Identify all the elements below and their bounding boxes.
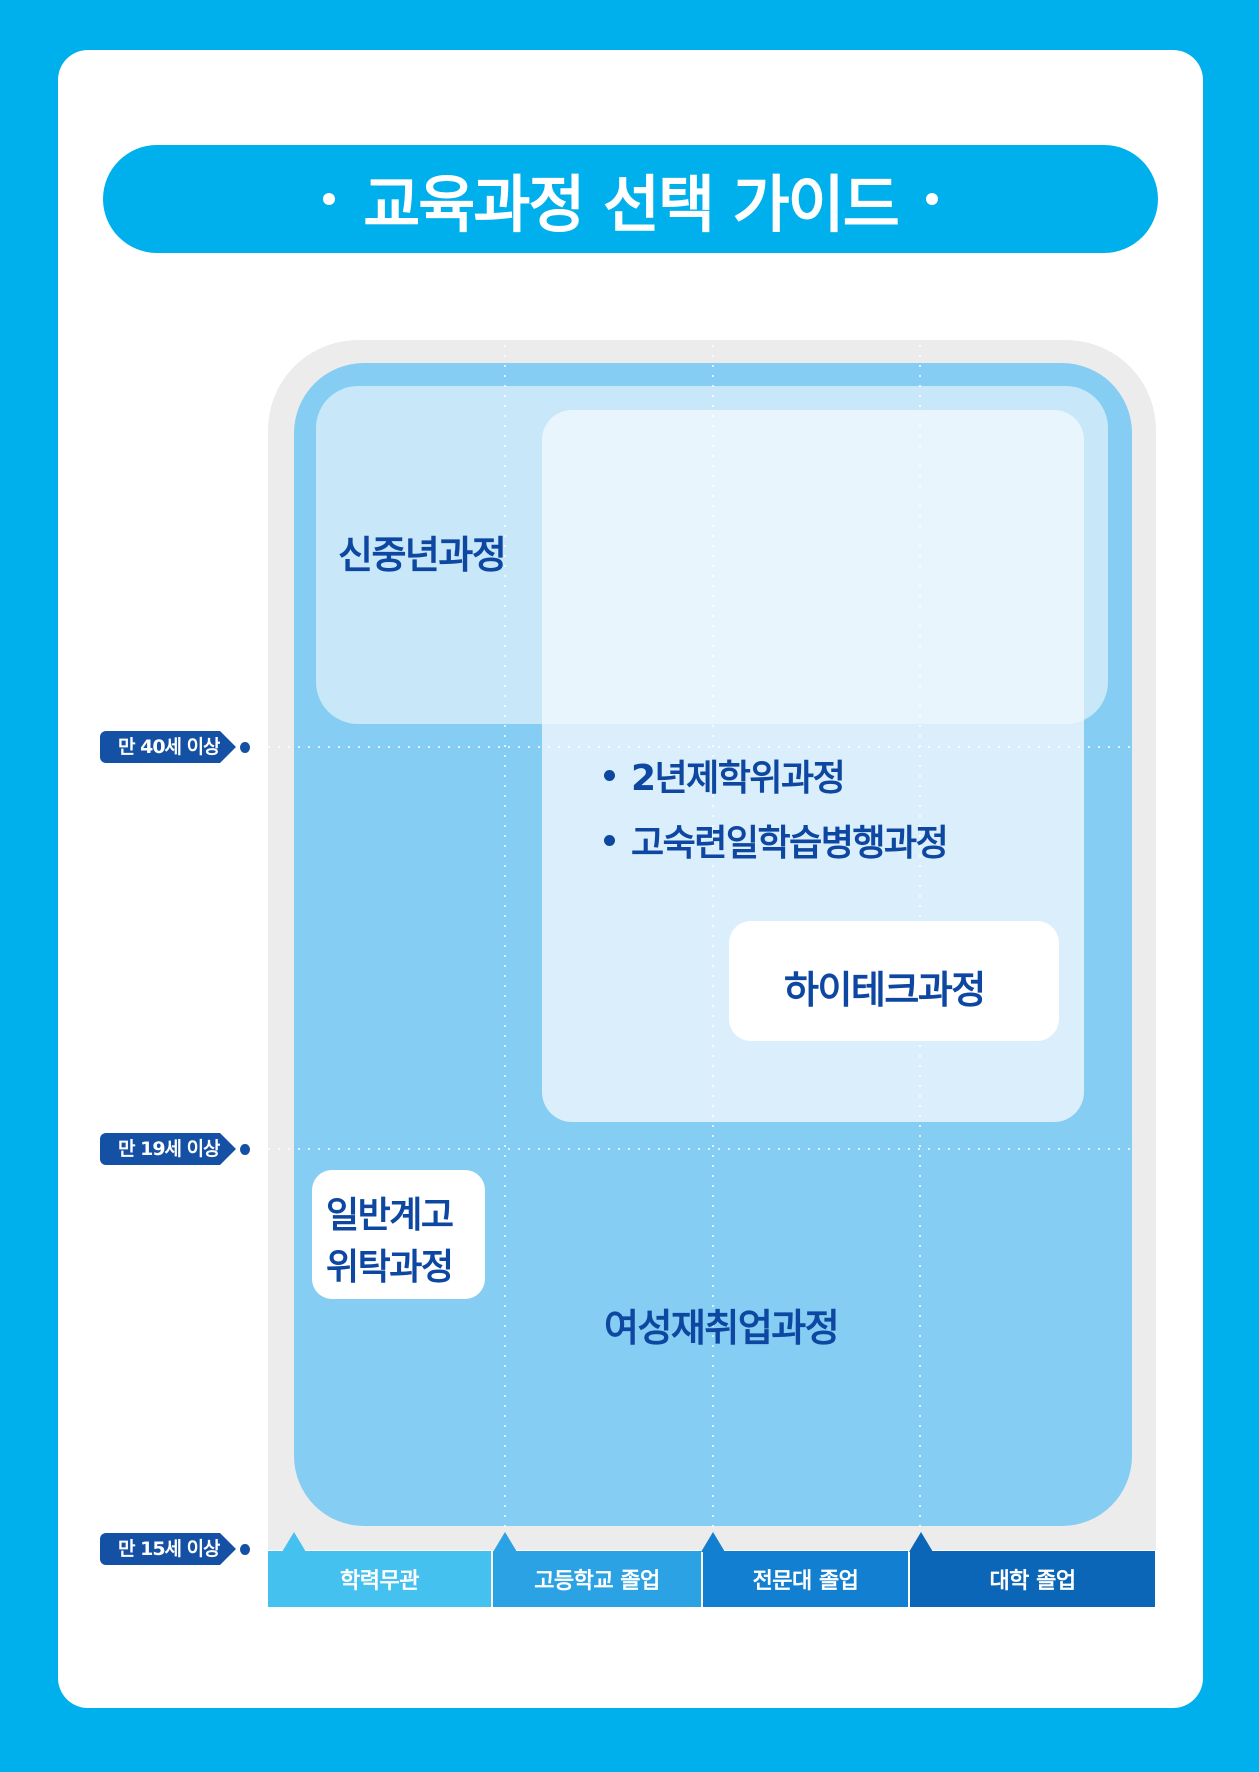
tag-dot-icon bbox=[240, 1143, 250, 1155]
tag-dot-icon bbox=[240, 1543, 250, 1555]
title-bar: 교육과정 선택 가이드 bbox=[103, 145, 1158, 253]
tag-arrow-icon bbox=[220, 1533, 237, 1565]
edu-notch-icon bbox=[909, 1532, 933, 1552]
course-high-skill-parallel: 고숙련일학습병행과정 bbox=[631, 823, 949, 864]
age-tag-label: 만 40세 이상 bbox=[100, 731, 221, 763]
edu-level-university: 대학 졸업 bbox=[910, 1551, 1155, 1607]
age-tag-15: 만 15세 이상 bbox=[100, 1533, 250, 1565]
course-general-highschool-line2: 위탁과정 bbox=[326, 1247, 454, 1288]
title-dot-left bbox=[323, 193, 336, 205]
edu-level-highschool: 고등학교 졸업 bbox=[493, 1551, 701, 1607]
edu-notch-icon bbox=[493, 1532, 517, 1552]
hitech-box: 하이테크과정 bbox=[729, 921, 1059, 1041]
edu-notch-icon bbox=[282, 1532, 306, 1552]
bullet-icon bbox=[604, 834, 615, 846]
course-middle-aged: 신중년과정 bbox=[338, 533, 507, 577]
course-women-reemployment: 여성재취업과정 bbox=[604, 1306, 840, 1350]
tag-arrow-icon bbox=[220, 731, 237, 763]
age-tag-40: 만 40세 이상 bbox=[100, 731, 250, 763]
age-tag-19: 만 19세 이상 bbox=[100, 1133, 250, 1165]
age-tag-label: 만 15세 이상 bbox=[100, 1533, 221, 1565]
edu-level-any: 학력무관 bbox=[268, 1551, 491, 1607]
title-dot-right bbox=[925, 193, 938, 205]
tag-arrow-icon bbox=[220, 1133, 237, 1165]
course-hitech: 하이테크과정 bbox=[784, 968, 986, 1012]
course-general-highschool-line1: 일반계고 bbox=[326, 1195, 454, 1236]
page-title: 교육과정 선택 가이드 bbox=[363, 168, 900, 241]
course-two-year-degree: 2년제학위과정 bbox=[631, 758, 846, 799]
course-high-skill-item: 고숙련일학습병행과정 bbox=[604, 814, 949, 866]
general-highschool-box: 일반계고 위탁과정 bbox=[312, 1170, 485, 1299]
course-two-year-degree-item: 2년제학위과정 bbox=[604, 749, 846, 801]
edu-notch-icon bbox=[701, 1532, 725, 1552]
age-tag-label: 만 19세 이상 bbox=[100, 1133, 221, 1165]
tag-dot-icon bbox=[240, 741, 250, 753]
edu-level-college: 전문대 졸업 bbox=[703, 1551, 908, 1607]
bullet-icon bbox=[604, 769, 615, 781]
